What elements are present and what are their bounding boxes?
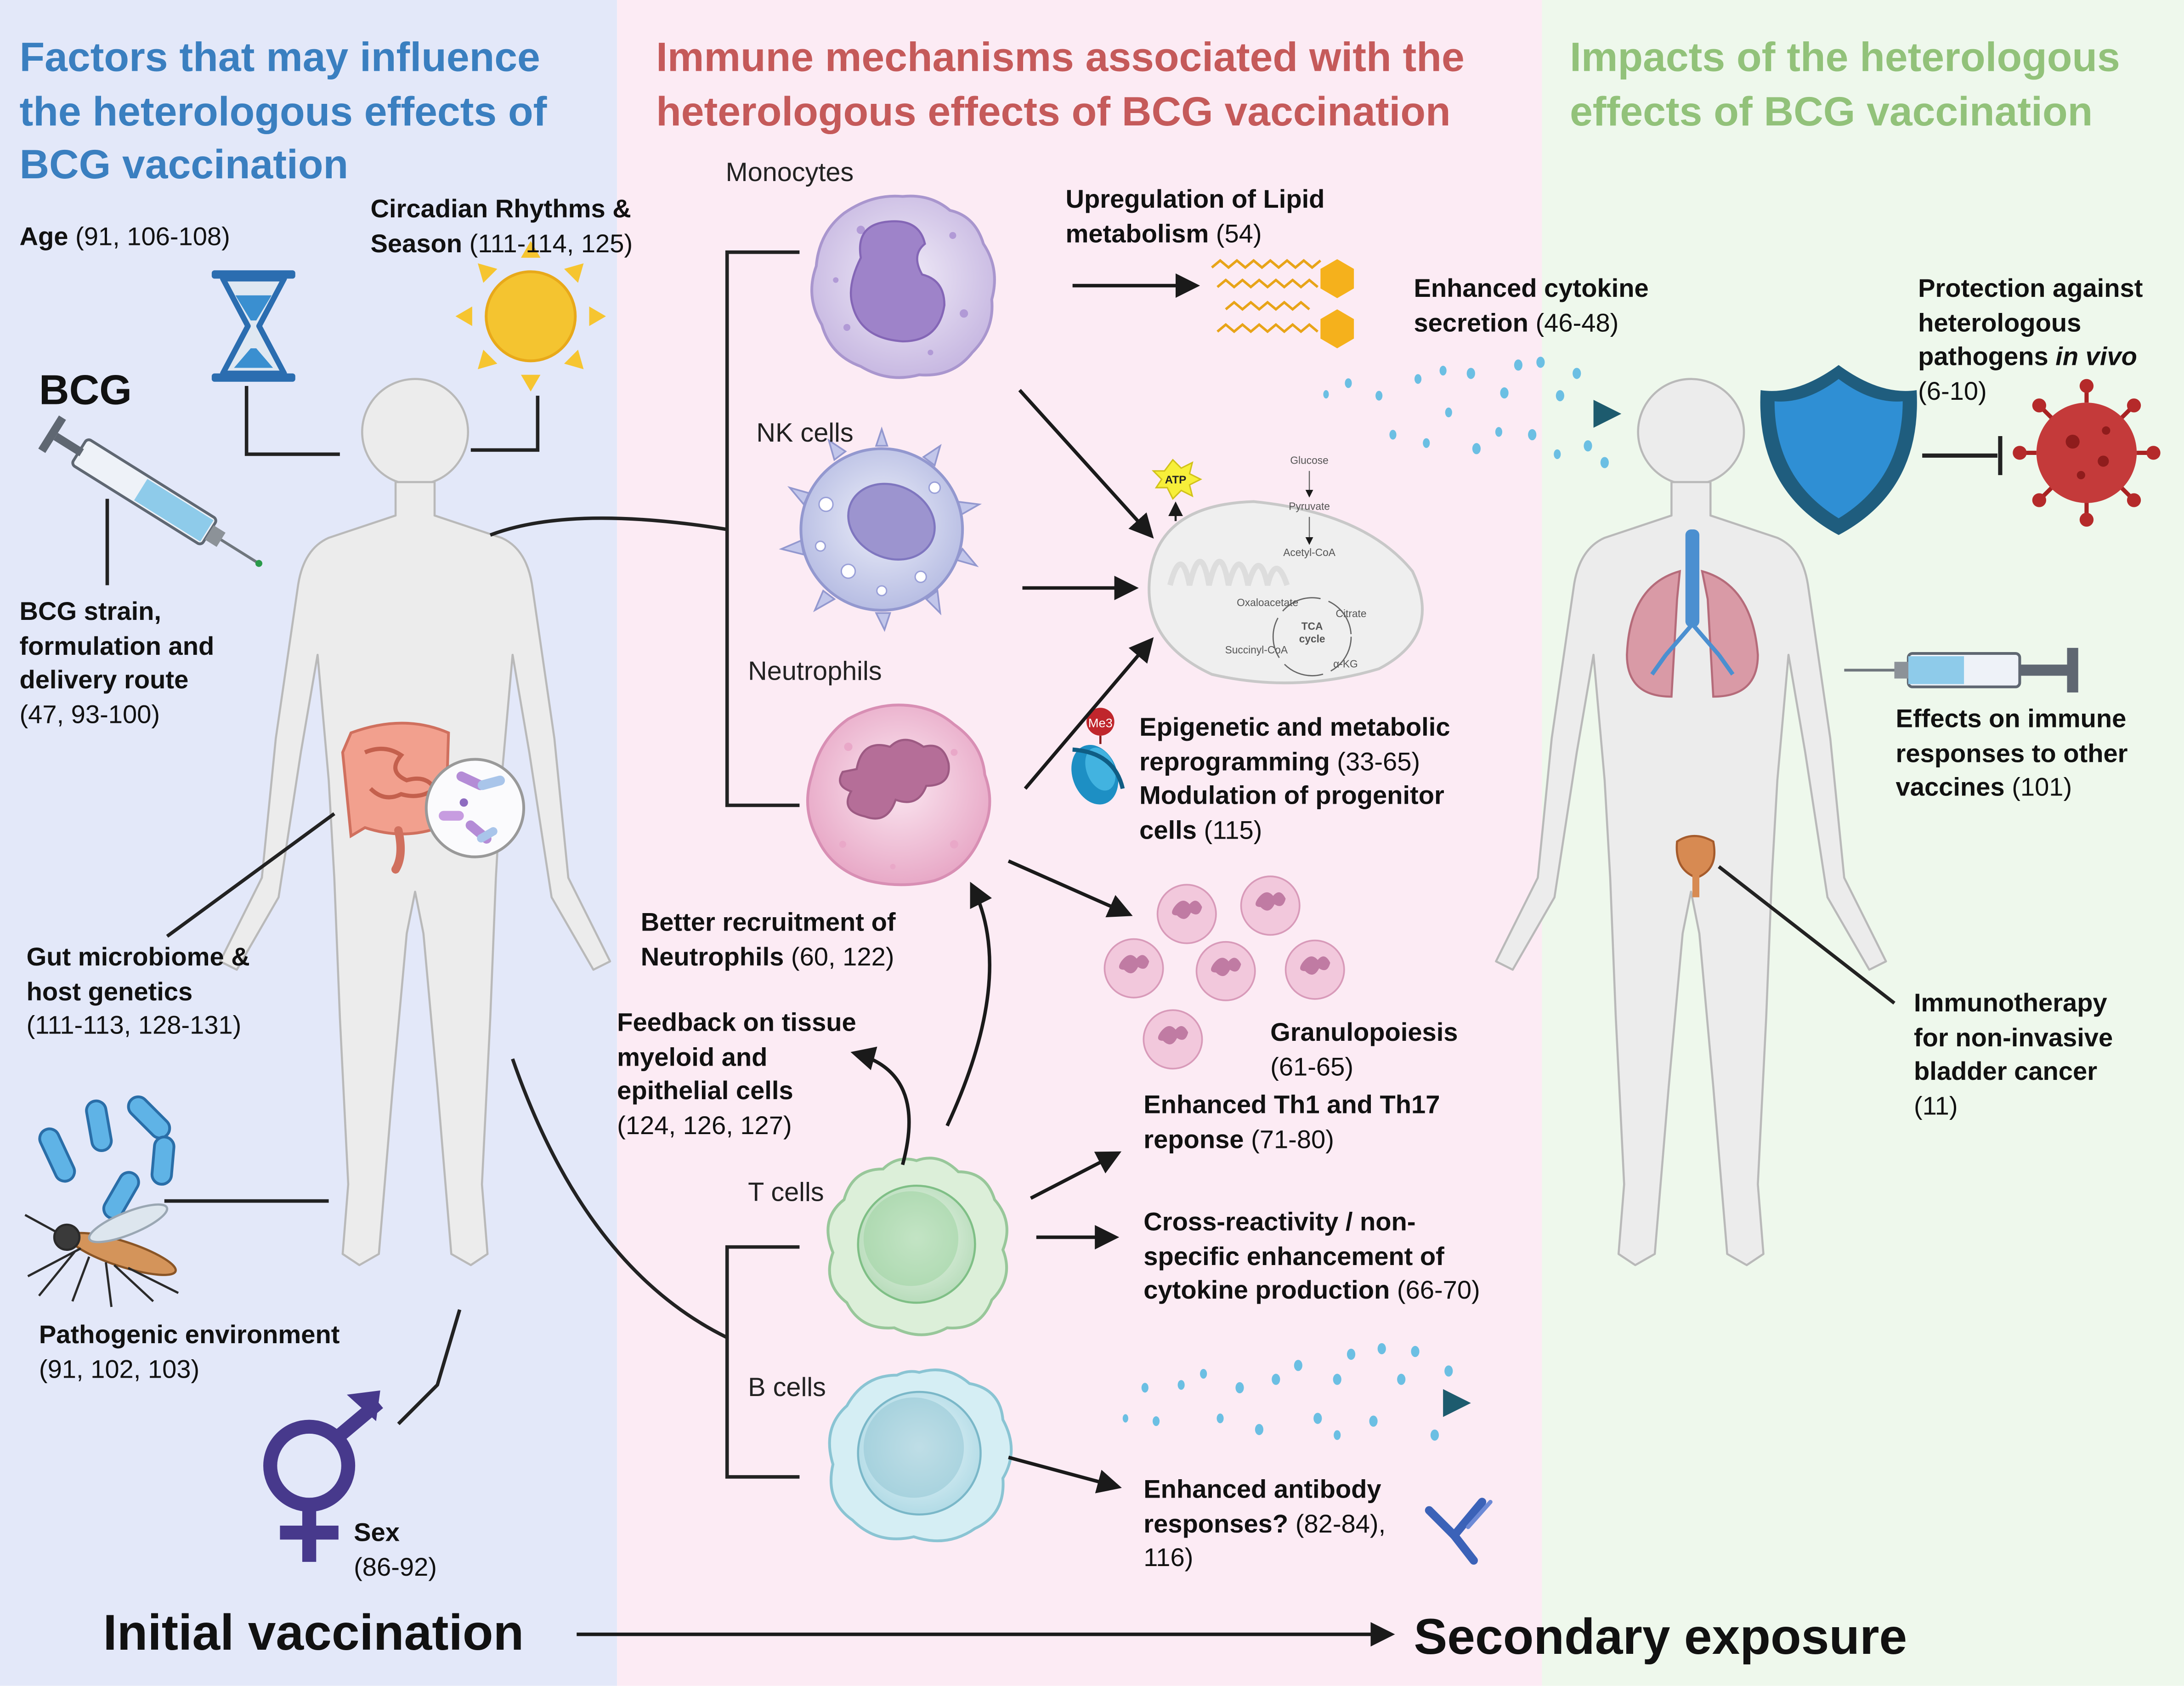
secondary-exposure-label: Secondary exposure bbox=[1414, 1607, 1907, 1665]
svg-text:TCA: TCA bbox=[1301, 620, 1323, 632]
microbiome-icon bbox=[424, 758, 526, 858]
tissue-feedback-label: Feedback on tissue myeloid and epithelia… bbox=[617, 1007, 856, 1139]
nucleosome-icon: Me3 bbox=[1071, 708, 1125, 805]
cytokine-secretion-label: Enhanced cytokine secretion (46-48) bbox=[1414, 273, 1649, 337]
inhibition-line bbox=[1922, 436, 2003, 475]
lipid-head-icon bbox=[1320, 259, 1354, 348]
syringe-icon bbox=[38, 415, 263, 567]
t-cells-label: T cells bbox=[748, 1179, 824, 1208]
cytokine-stream-bottom bbox=[1122, 1343, 1471, 1441]
age-label: Age (91, 106-108) bbox=[19, 221, 230, 251]
bcg-strain-label: BCG strain, formulation and delivery rou… bbox=[19, 596, 215, 728]
sex-label: Sex (86-92) bbox=[354, 1517, 437, 1581]
b-cells-label: B cells bbox=[748, 1374, 826, 1403]
nk-cell-icon bbox=[779, 426, 982, 632]
other-vaccines-label: Effects on immune responses to other vac… bbox=[1895, 704, 2128, 801]
svg-text:α-KG: α-KG bbox=[1333, 658, 1358, 670]
svg-text:Glucose: Glucose bbox=[1290, 454, 1328, 466]
mosquito-icon bbox=[24, 1203, 179, 1307]
protection-label: Protection against heterologous pathogen… bbox=[1918, 273, 2143, 405]
neutrophil-recruitment-label: Better recruitment of Neutrophils (60, 1… bbox=[640, 907, 896, 971]
circadian-label: Circadian Rhythms & Season (111-114, 125… bbox=[370, 193, 633, 257]
svg-text:Pyruvate: Pyruvate bbox=[1289, 500, 1330, 512]
neutrophil-cell-icon bbox=[806, 704, 991, 886]
gut-microbiome-label: Gut microbiome & host genetics (111-113,… bbox=[26, 942, 250, 1039]
initial-vaccination-label: Initial vaccination bbox=[103, 1603, 524, 1661]
mechanism-arrows bbox=[850, 273, 1200, 1493]
virus-icon bbox=[2013, 379, 2161, 527]
lipid-metabolism-label: Upregulation of Lipid metabolism (54) bbox=[1065, 184, 1325, 248]
svg-text:ATP: ATP bbox=[1165, 474, 1187, 486]
b-cell-icon bbox=[828, 1368, 1013, 1543]
th1-th17-label: Enhanced Th1 and Th17 reponse (71-80) bbox=[1143, 1090, 1440, 1153]
syringe-icon-right bbox=[1844, 647, 2078, 693]
hourglass-icon bbox=[211, 270, 295, 382]
antibody-icon bbox=[1425, 1498, 1493, 1565]
svg-text:Citrate: Citrate bbox=[1336, 607, 1367, 619]
svg-text:cycle: cycle bbox=[1299, 633, 1325, 645]
cross-reactivity-label: Cross-reactivity / non- specific enhance… bbox=[1143, 1206, 1480, 1304]
nk-cells-label: NK cells bbox=[756, 419, 854, 449]
neutrophils-label: Neutrophils bbox=[748, 658, 882, 687]
tca-diagram: Glucose Pyruvate Acetyl-CoA Oxaloacetate… bbox=[1225, 454, 1367, 676]
epigenetic-reprogramming-label: Epigenetic and metabolic reprogramming (… bbox=[1139, 712, 1450, 844]
bcg-label: BCG bbox=[39, 368, 132, 414]
bacteria-icon bbox=[38, 1095, 175, 1220]
granulopoiesis-label: Granulopoiesis (61-65) bbox=[1270, 1017, 1458, 1081]
svg-text:Succinyl-CoA: Succinyl-CoA bbox=[1225, 644, 1288, 656]
sun-icon bbox=[455, 241, 606, 392]
age-season-connectors bbox=[244, 386, 540, 456]
cytokine-stream-top bbox=[1323, 357, 1622, 468]
monocytes-label: Monocytes bbox=[725, 159, 854, 188]
atp-icon: ATP bbox=[1151, 459, 1202, 521]
t-cell-icon bbox=[826, 1157, 1008, 1336]
pathogenic-environment-label: Pathogenic environment (91, 102, 103) bbox=[39, 1319, 340, 1383]
shield-icon bbox=[1760, 365, 1917, 535]
svg-text:Acetyl-CoA: Acetyl-CoA bbox=[1283, 546, 1336, 558]
svg-text:Oxaloacetate: Oxaloacetate bbox=[1237, 596, 1298, 608]
bladder-cancer-label: Immunotherapy for non-invasive bladder c… bbox=[1913, 988, 2113, 1120]
lungs-icon bbox=[1626, 529, 1759, 698]
svg-text:Me3: Me3 bbox=[1088, 716, 1113, 730]
monocyte-cell-icon bbox=[810, 194, 996, 379]
mitochondrion-icon bbox=[1148, 500, 1424, 685]
lipid-icon bbox=[1211, 259, 1322, 334]
sex-symbol-icon bbox=[263, 1397, 383, 1562]
antibody-response-label: Enhanced antibody responses? (82-84), 11… bbox=[1143, 1474, 1386, 1572]
bladder-icon bbox=[1675, 834, 1716, 897]
